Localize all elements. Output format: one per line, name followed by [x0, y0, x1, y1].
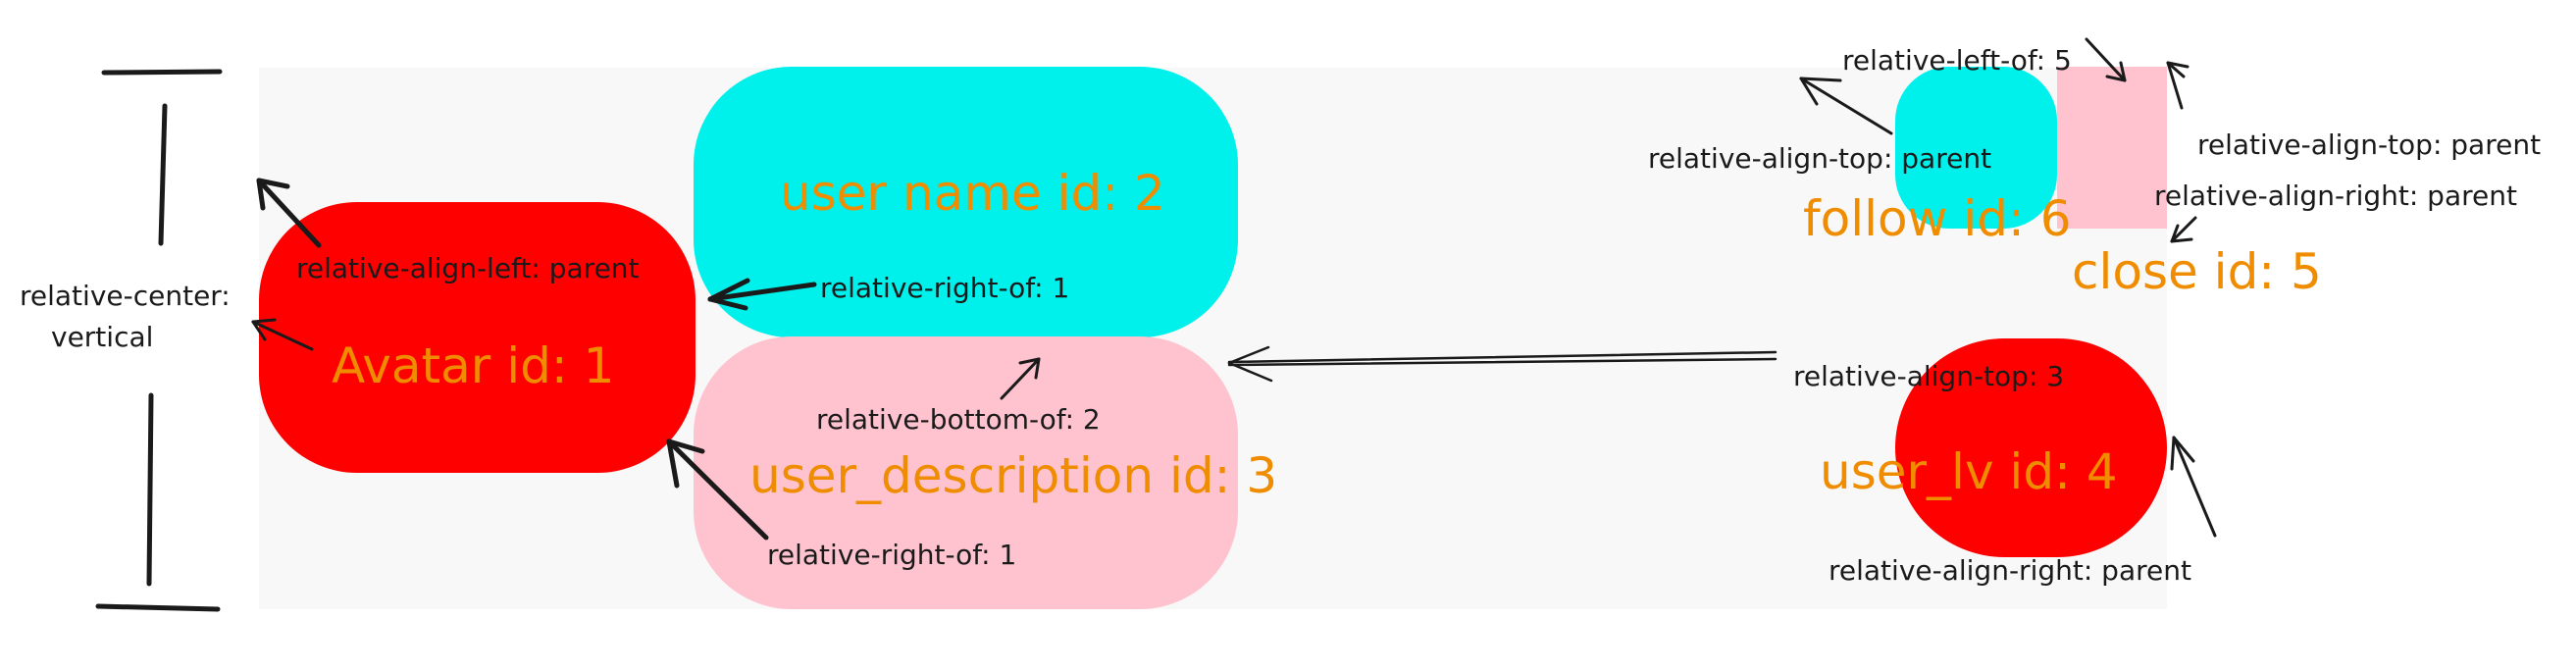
follow-box	[1895, 67, 2057, 229]
lv-align-right-arrow-icon	[2170, 436, 2217, 538]
desc-right-of-note: relative-right-of: 1	[767, 539, 1017, 571]
user-name-label: user name id: 2	[780, 165, 1165, 222]
user-description-box	[694, 336, 1238, 609]
user-description-label: user_description id: 3	[749, 447, 1278, 504]
avatar-align-left-note: relative-align-left: parent	[296, 252, 640, 284]
center-vertical-note-line2: vertical	[51, 321, 154, 353]
lv-align-top-note: relative-align-top: 3	[1793, 360, 2065, 392]
close-align-top-note: relative-align-top: parent	[2197, 129, 2542, 161]
follow-align-top-note: relative-align-top: parent	[1648, 142, 1992, 175]
user-lv-label: user_lv id: 4	[1820, 443, 2118, 500]
close-align-top-arrow-icon	[2166, 61, 2190, 110]
close-align-right-note: relative-align-right: parent	[2154, 180, 2517, 212]
close-box	[2057, 67, 2167, 229]
follow-left-of-note: relative-left-of: 5	[1842, 44, 2072, 77]
name-right-of-note: relative-right-of: 1	[820, 272, 1070, 304]
close-align-right-arrow-icon	[2170, 216, 2197, 243]
desc-bottom-of-note: relative-bottom-of: 2	[816, 403, 1101, 436]
center-vertical-note-line1: relative-center:	[20, 280, 231, 312]
avatar-box	[259, 202, 696, 473]
lv-align-right-note: relative-align-right: parent	[1829, 554, 2191, 587]
follow-label: follow id: 6	[1803, 190, 2072, 247]
avatar-label: Avatar id: 1	[332, 337, 615, 394]
close-label: close id: 5	[2072, 243, 2322, 300]
user-lv-box	[1895, 338, 2167, 557]
